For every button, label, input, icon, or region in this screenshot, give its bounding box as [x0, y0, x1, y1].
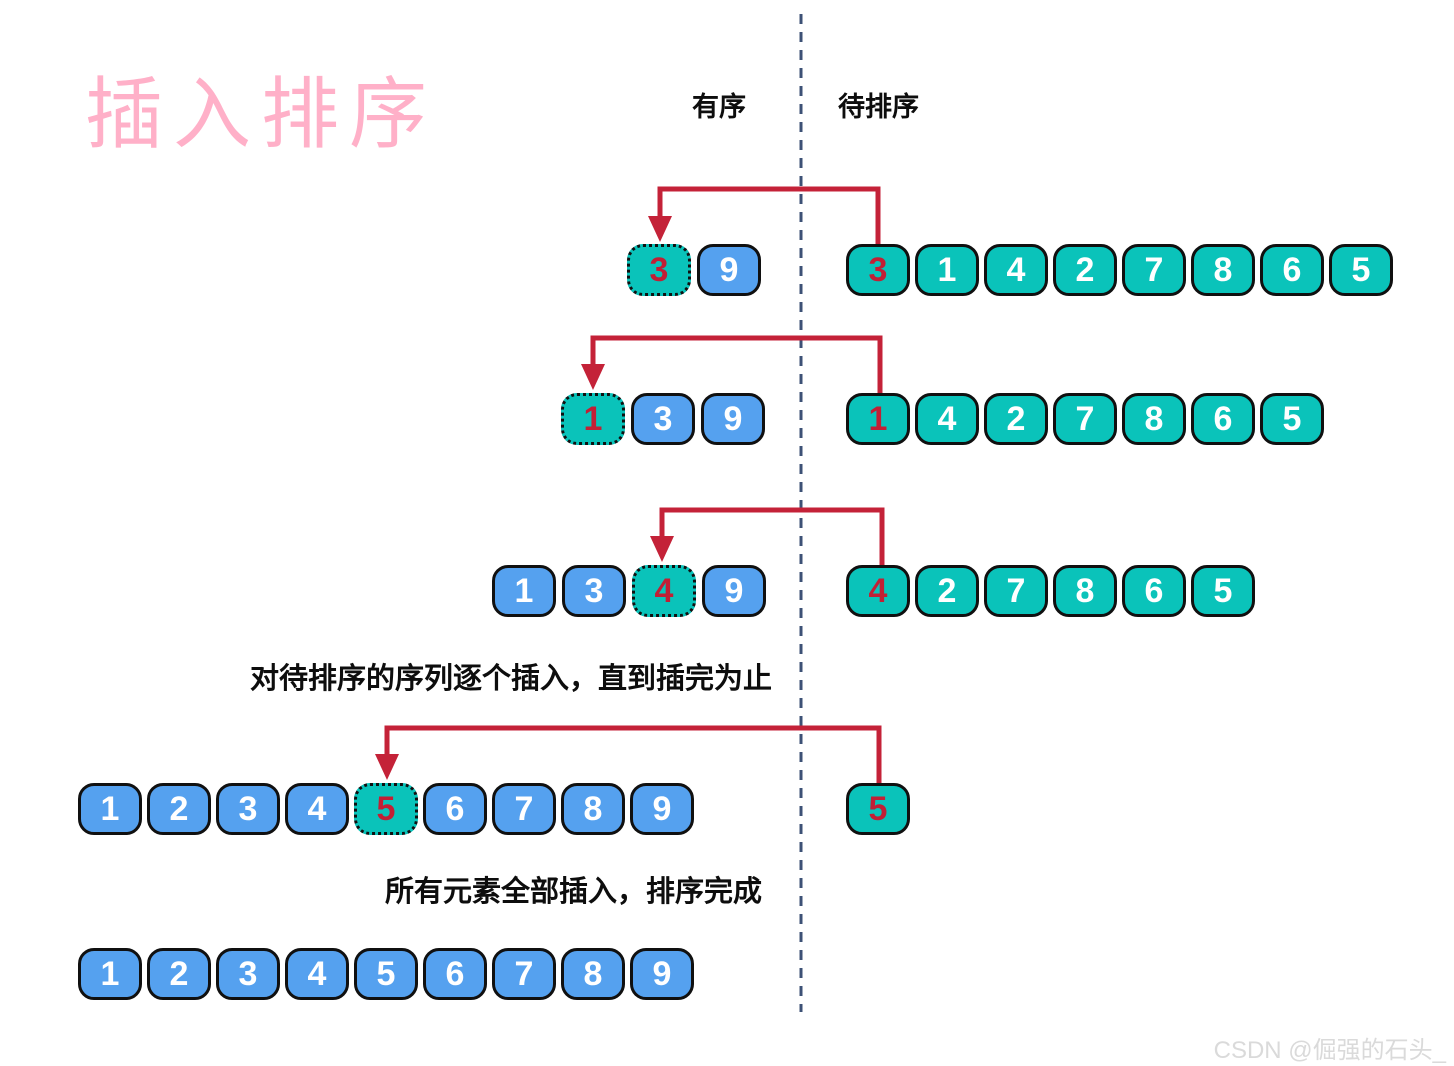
- number-box: 5: [354, 948, 418, 1000]
- number-box: 4: [632, 565, 696, 617]
- insert-arrow-step3: [650, 507, 885, 566]
- sorted-column-label: 有序: [692, 92, 746, 122]
- number-box: 3: [846, 244, 910, 296]
- number-box: 4: [846, 565, 910, 617]
- number-box: 1: [78, 783, 142, 835]
- number-box: 8: [561, 948, 625, 1000]
- number-box: 7: [1122, 244, 1186, 296]
- insert-arrow-step1: [648, 186, 881, 245]
- number-box: 8: [561, 783, 625, 835]
- number-box: 4: [285, 948, 349, 1000]
- number-box: 9: [702, 565, 766, 617]
- number-box: 8: [1191, 244, 1255, 296]
- number-box: 5: [354, 783, 418, 835]
- number-box: 9: [697, 244, 761, 296]
- number-box: 1: [78, 948, 142, 1000]
- caption-progress: 对待排序的序列逐个插入，直到插完为止: [250, 663, 773, 695]
- number-box: 6: [1260, 244, 1324, 296]
- unsorted-column-label: 待排序: [838, 92, 919, 122]
- watermark: CSDN @倔强的石头_: [1213, 1037, 1446, 1064]
- number-box: 3: [562, 565, 626, 617]
- number-box: 5: [1329, 244, 1393, 296]
- number-box: 3: [216, 948, 280, 1000]
- number-box: 9: [701, 393, 765, 445]
- number-box: 5: [846, 783, 910, 835]
- number-box: 3: [627, 244, 691, 296]
- step4-unsorted-row: 5: [846, 783, 910, 835]
- number-box: 6: [423, 948, 487, 1000]
- number-box: 4: [285, 783, 349, 835]
- number-box: 2: [984, 393, 1048, 445]
- number-box: 1: [561, 393, 625, 445]
- caption-done: 所有元素全部插入，排序完成: [385, 876, 763, 908]
- number-box: 1: [915, 244, 979, 296]
- number-box: 9: [630, 948, 694, 1000]
- number-box: 6: [1191, 393, 1255, 445]
- number-box: 8: [1122, 393, 1186, 445]
- insert-arrow-step2: [581, 335, 883, 394]
- number-box: 4: [915, 393, 979, 445]
- number-box: 3: [631, 393, 695, 445]
- page-title: 插入排序: [85, 70, 438, 160]
- number-box: 1: [846, 393, 910, 445]
- number-box: 9: [630, 783, 694, 835]
- number-box: 2: [915, 565, 979, 617]
- number-box: 4: [984, 244, 1048, 296]
- number-box: 7: [492, 783, 556, 835]
- number-box: 1: [492, 565, 556, 617]
- number-box: 6: [423, 783, 487, 835]
- number-box: 5: [1191, 565, 1255, 617]
- number-box: 5: [1260, 393, 1324, 445]
- number-box: 2: [1053, 244, 1117, 296]
- number-box: 2: [147, 783, 211, 835]
- number-box: 2: [147, 948, 211, 1000]
- number-box: 7: [492, 948, 556, 1000]
- number-box: 6: [1122, 565, 1186, 617]
- number-box: 7: [984, 565, 1048, 617]
- number-box: 7: [1053, 393, 1117, 445]
- number-box: 3: [216, 783, 280, 835]
- number-box: 8: [1053, 565, 1117, 617]
- insert-arrow-step4: [375, 725, 882, 784]
